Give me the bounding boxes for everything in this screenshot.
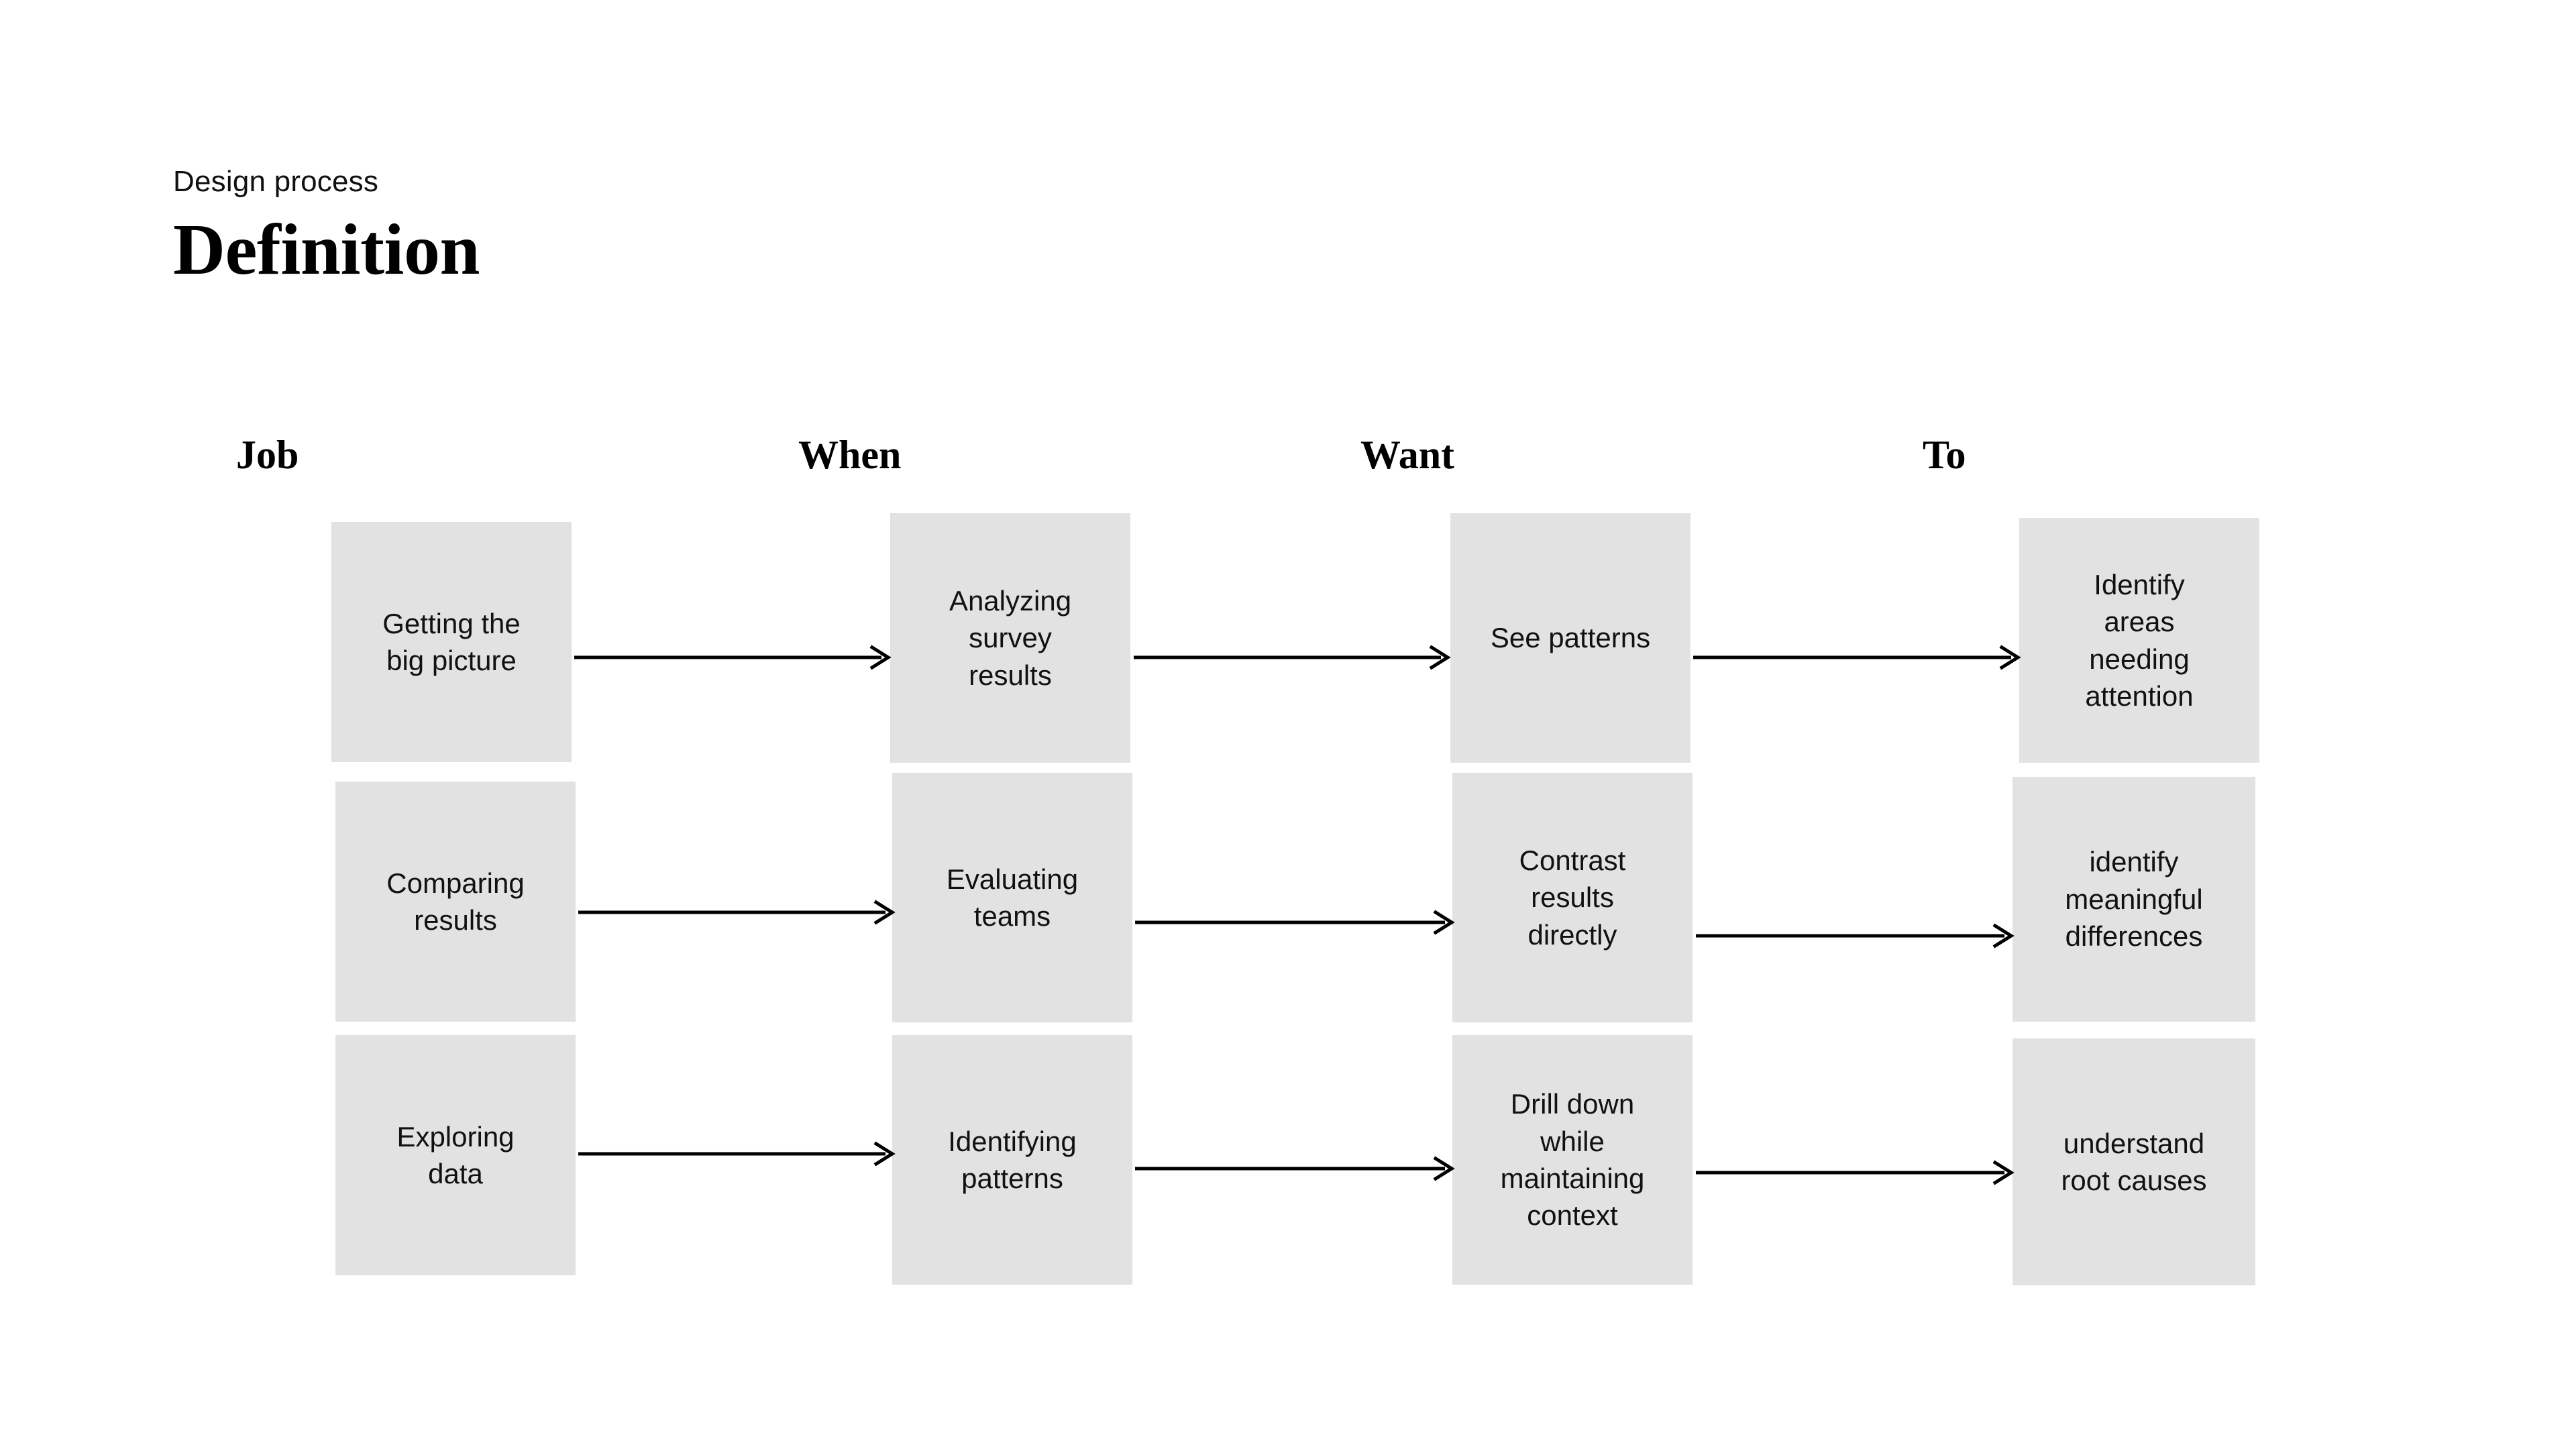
arrow-row2-job-to-when: [578, 899, 896, 926]
node-label: understand root causes: [2061, 1127, 2207, 1196]
arrow-row1-when-to-want: [1134, 644, 1451, 671]
node-row2-job[interactable]: Comparing results: [335, 782, 576, 1022]
column-header-job: Job: [236, 433, 299, 477]
node-row2-to[interactable]: identify meaningful differences: [2012, 777, 2255, 1022]
arrow-row3-when-to-want: [1135, 1155, 1455, 1182]
node-row1-to[interactable]: Identify areas needing attention: [2019, 518, 2259, 763]
node-label: Analyzing survey results: [949, 584, 1072, 691]
arrow-row2-when-to-want: [1135, 909, 1455, 936]
arrow-row1-job-to-when: [574, 644, 892, 671]
node-label: Contrast results directly: [1519, 844, 1626, 951]
node-row1-when[interactable]: Analyzing survey results: [890, 513, 1130, 763]
node-label: See patterns: [1490, 622, 1651, 654]
arrow-row3-job-to-when: [578, 1140, 896, 1167]
node-row1-want[interactable]: See patterns: [1450, 513, 1690, 763]
node-label: Identify areas needing attention: [2085, 568, 2194, 712]
eyebrow-label: Design process: [173, 165, 379, 198]
node-label: Evaluating teams: [946, 863, 1079, 932]
node-label: Getting the big picture: [382, 607, 521, 676]
header: Design process Definition: [173, 166, 480, 288]
column-header-want: Want: [1360, 433, 1455, 477]
column-header-when: When: [798, 433, 902, 477]
node-row1-job[interactable]: Getting the big picture: [331, 522, 572, 762]
node-row3-to[interactable]: understand root causes: [2012, 1038, 2255, 1285]
arrow-row1-want-to-to: [1693, 644, 2021, 671]
node-row3-when[interactable]: Identifying patterns: [892, 1035, 1132, 1285]
node-row2-when[interactable]: Evaluating teams: [892, 773, 1132, 1022]
node-row2-want[interactable]: Contrast results directly: [1452, 773, 1693, 1022]
page-title: Definition: [173, 210, 480, 290]
arrow-row2-want-to-to: [1696, 922, 2015, 949]
column-header-to: To: [1923, 433, 1966, 477]
node-label: identify meaningful differences: [2065, 846, 2203, 953]
node-row3-want[interactable]: Drill down while maintaining context: [1452, 1035, 1693, 1285]
arrow-row3-want-to-to: [1696, 1159, 2015, 1186]
node-label: Drill down while maintaining context: [1500, 1088, 1645, 1232]
node-label: Identifying patterns: [948, 1125, 1077, 1194]
node-label: Comparing results: [386, 867, 525, 936]
node-row3-job[interactable]: Exploring data: [335, 1035, 576, 1275]
node-label: Exploring data: [396, 1120, 515, 1189]
